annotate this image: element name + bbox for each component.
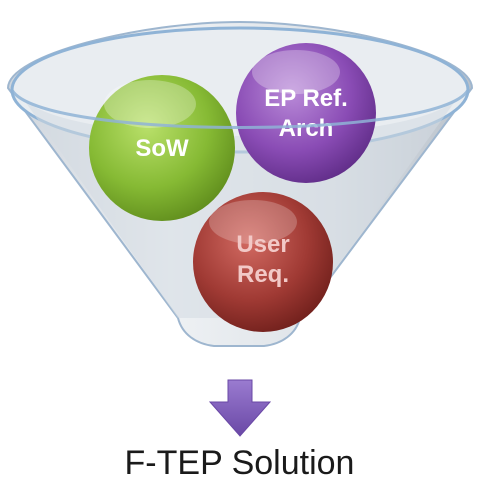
ep-ref-arch-label-line1: EP Ref.	[264, 85, 348, 112]
user-req-label-line2: Req.	[237, 261, 289, 288]
user-req-ball: User Req.	[193, 192, 333, 332]
sow-ball: SoW	[89, 75, 235, 221]
ep-ref-arch-ball: EP Ref. Arch	[236, 43, 376, 183]
result-label: F-TEP Solution	[124, 444, 355, 482]
funnel-rim-front	[10, 89, 470, 129]
sow-label: SoW	[135, 135, 189, 162]
user-req-label-line1: User	[236, 231, 289, 258]
ep-ref-arch-label-line2: Arch	[279, 115, 334, 142]
down-arrow-icon	[208, 379, 272, 437]
